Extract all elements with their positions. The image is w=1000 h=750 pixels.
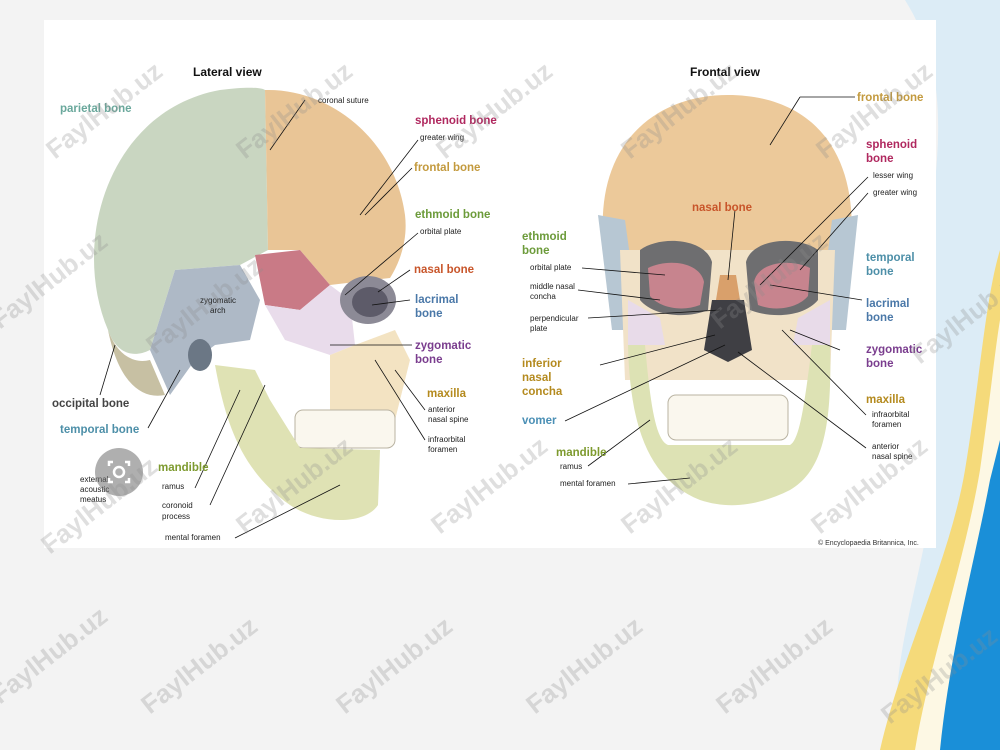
label-ethmoid-bone: ethmoid bone [415,209,491,221]
label-anterior-line2: nasal spine [428,415,469,424]
label-anterior-line1: anterior [428,405,456,414]
lateral-maxilla-region [330,330,410,420]
label-f-greater-wing: greater wing [873,188,918,197]
label-f-temporal-line2: bone [866,266,894,278]
label-greater-wing: greater wing [420,133,465,142]
label-infraorbital-line2: foramen [428,445,458,454]
label-f-lesser-wing: lesser wing [873,171,914,180]
label-f-anterior-line1: anterior [872,442,900,451]
label-f-frontal-bone: frontal bone [857,92,924,104]
frontal-nasal-cavity [704,300,752,362]
label-f-zygomatic-line1: zygomatic [866,344,923,356]
label-f-mental-foramen: mental foramen [560,479,616,488]
label-f-sphenoid-line1: sphenoid [866,139,918,151]
label-f-inferior-line2: nasal [522,372,552,384]
label-f-ramus: ramus [560,462,583,471]
label-f-inferior-line1: inferior [522,358,562,370]
label-f-vomer: vomer [522,415,557,427]
label-f-orbital-plate: orbital plate [530,263,572,272]
label-parietal-bone: parietal bone [60,103,132,115]
label-maxilla: maxilla [427,388,466,400]
label-f-lacrimal-line1: lacrimal [866,298,910,310]
frontal-zygomatic-right [793,300,830,345]
lateral-zygomatic-region [265,285,355,355]
label-zygomatic-line2: bone [415,354,443,366]
lateral-view-title: Lateral view [193,65,262,79]
label-f-infraorbital-line2: foramen [872,420,902,429]
label-f-nasal-bone: nasal bone [692,202,753,214]
label-f-perpendicular-line2: plate [530,324,548,333]
frontal-mandible-region [628,345,831,506]
lateral-ear-meatus [188,339,212,371]
label-f-mandible: mandible [556,447,607,459]
label-zygomatic-line1: zygomatic [415,340,472,352]
label-f-inferior-line3: concha [522,386,563,398]
label-f-middle-concha-line2: concha [530,292,556,301]
label-frontal-bone: frontal bone [414,162,481,174]
label-f-zygomatic-line2: bone [866,358,894,370]
label-coronal-suture: coronal suture [318,96,369,105]
credit-text: © Encyclopaedia Britannica, Inc. [818,540,919,547]
label-f-middle-concha-line1: middle nasal [530,282,575,291]
image-search-button[interactable] [95,448,143,496]
label-orbital-plate: orbital plate [420,227,462,236]
label-infraorbital-line1: infraorbital [428,435,466,444]
label-occipital-bone: occipital bone [52,398,130,410]
label-lacrimal-line1: lacrimal [415,294,459,306]
frontal-teeth [667,394,789,441]
frontal-zygomatic-left [628,300,665,345]
lateral-occipital-region [108,330,165,396]
label-ramus: ramus [162,482,185,491]
label-nasal-bone: nasal bone [414,264,475,276]
label-coronoid-line1: coronoid [162,501,193,510]
lens-icon [107,460,131,484]
lateral-sphenoid-region [255,250,330,310]
lateral-temporal-region [150,265,260,395]
label-f-ethmoid-line1: ethmoid [522,231,567,243]
lateral-teeth [294,409,396,449]
label-coronoid-line2: process [162,512,191,521]
frontal-view-title: Frontal view [690,65,761,79]
label-mental-foramen: mental foramen [165,533,221,542]
frontal-frontal-region [602,95,852,255]
label-f-perpendicular-line1: perpendicular [530,314,579,323]
label-sphenoid-bone: sphenoid bone [415,115,497,127]
label-f-ethmoid-line2: bone [522,245,550,257]
label-f-temporal-line1: temporal [866,252,915,264]
label-f-maxilla: maxilla [866,394,905,406]
label-meatus-line2: acoustic [80,485,110,494]
lateral-frontal-region [265,89,406,285]
label-f-anterior-line2: nasal spine [872,452,913,461]
label-f-lacrimal-line2: bone [866,312,894,324]
label-meatus-line1: external [80,475,109,484]
label-f-infraorbital-line1: infraorbital [872,410,910,419]
label-lacrimal-line2: bone [415,308,443,320]
label-zygomatic-arch-line2: arch [210,306,226,315]
label-f-sphenoid-line2: bone [866,153,894,165]
lateral-parietal-region [93,87,269,354]
label-temporal-bone: temporal bone [60,424,140,436]
label-mandible: mandible [158,462,209,474]
label-zygomatic-arch-line1: zygomatic [200,296,237,305]
label-meatus-line3: meatus [80,495,107,504]
